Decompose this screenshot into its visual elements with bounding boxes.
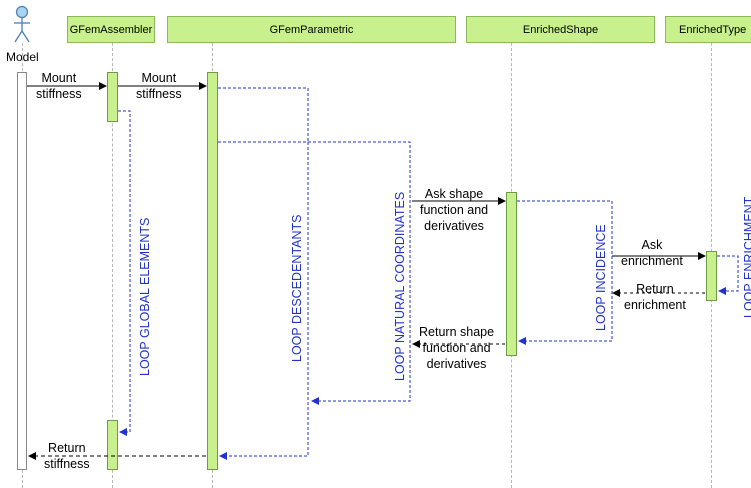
lifeline-assembler bbox=[112, 43, 113, 488]
msg-return-enrichment: Return enrichment bbox=[624, 281, 686, 313]
lifeline-box-parametric: GFemParametric bbox=[167, 16, 456, 43]
loop-bracket-global-elements bbox=[118, 110, 131, 436]
lifeline-box-shape: EnrichedShape bbox=[466, 16, 655, 43]
parametric-activation bbox=[207, 72, 218, 470]
assembler-activation-bottom bbox=[107, 420, 118, 470]
msg-mount-stiffness-2: Mount stiffness bbox=[136, 70, 182, 102]
msg-line: stiffness bbox=[36, 87, 82, 101]
msg-line: stiffness bbox=[44, 457, 90, 471]
loop-label-natural-coordinates: LOOP NATURAL COORDINATES bbox=[393, 191, 407, 381]
msg-line: Return shape bbox=[419, 325, 495, 339]
msg-line: Ask bbox=[641, 238, 663, 252]
msg-mount-stiffness-1: Mount stiffness bbox=[36, 70, 82, 102]
loop-label-global-elements: LOOP GLOBAL ELEMENTS bbox=[138, 217, 152, 376]
type-activation bbox=[706, 251, 717, 301]
msg-line: Ask shape bbox=[424, 187, 484, 201]
msg-ask-enrichment: Ask enrichment bbox=[621, 237, 683, 269]
loop-bracket-descendants bbox=[218, 87, 309, 142]
msg-return-stiffness: Return stiffness bbox=[44, 440, 90, 472]
msg-line: derivatives bbox=[426, 357, 487, 371]
actor-activation bbox=[17, 72, 27, 470]
msg-ask-shape: Ask shape function and derivatives bbox=[420, 186, 488, 234]
msg-line: enrichment bbox=[621, 254, 683, 268]
lifeline-box-type: EnrichedType bbox=[665, 16, 751, 43]
loop-label-incidence: LOOP INCIDENCE bbox=[594, 224, 608, 331]
loop-label-descendants: LOOP DESCEDENTANTS bbox=[290, 214, 304, 363]
loop-bracket-natural-a bbox=[218, 141, 411, 405]
msg-line: derivatives bbox=[424, 219, 484, 233]
loop-label-enrichment: LOOP ENRICHMENT bbox=[742, 196, 751, 318]
msg-line: Return bbox=[636, 282, 674, 296]
lifeline-box-assembler: GFemAssembler bbox=[67, 16, 155, 43]
loop-bracket-incidence bbox=[517, 200, 613, 345]
msg-line: stiffness bbox=[136, 87, 182, 101]
msg-line: enrichment bbox=[624, 298, 686, 312]
shape-activation bbox=[506, 192, 517, 356]
loop-bracket-enrichment bbox=[717, 255, 739, 295]
loop-bracket-descendants-return bbox=[219, 142, 309, 460]
msg-line: function and bbox=[420, 203, 489, 217]
assembler-activation-top bbox=[107, 72, 118, 122]
msg-line: Return bbox=[48, 441, 86, 455]
msg-line: function and bbox=[422, 341, 491, 355]
msg-line: Mount bbox=[141, 71, 177, 85]
msg-line: Mount bbox=[41, 71, 77, 85]
msg-return-shape: Return shape function and derivatives bbox=[419, 324, 494, 372]
actor-icon bbox=[14, 5, 30, 43]
